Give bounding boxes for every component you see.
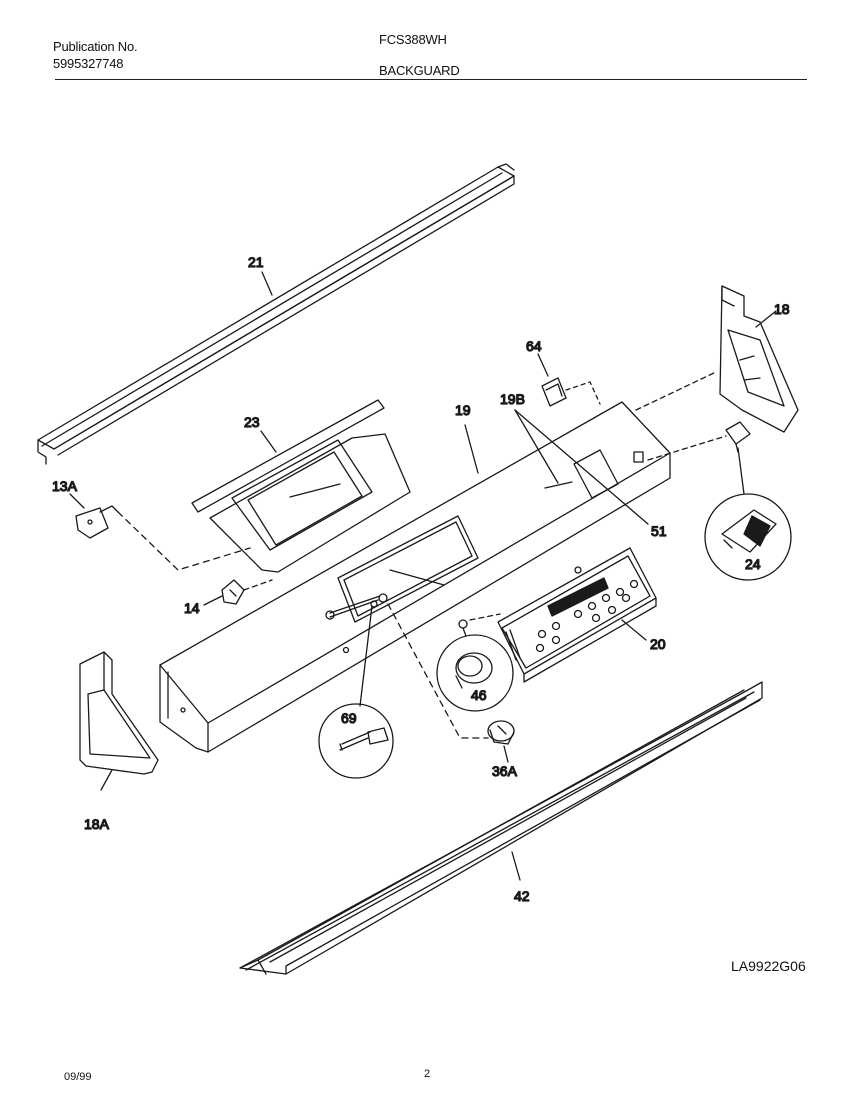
part-14-clip <box>221 579 245 605</box>
dash-36A <box>387 603 489 739</box>
callout-19B: 19B <box>500 391 525 407</box>
part-18-right-end-cap <box>719 285 799 433</box>
leader-20 <box>621 619 647 641</box>
leader-19 <box>464 424 479 474</box>
callout-36A: 36A <box>492 763 518 779</box>
callout-21: 21 <box>248 254 264 270</box>
leader-42 <box>511 851 521 881</box>
part-13A-terminal <box>75 505 119 539</box>
callout-24: 24 <box>745 556 761 572</box>
dash-20 <box>469 613 501 621</box>
callout-13A: 13A <box>52 478 78 494</box>
callout-46: 46 <box>471 687 487 703</box>
dash-64 <box>565 381 601 405</box>
part-24-switch <box>704 421 792 581</box>
footer-page-number: 2 <box>424 1068 431 1080</box>
leader-13A <box>69 493 85 509</box>
part-42-bottom-trim <box>239 681 763 975</box>
leader-14 <box>203 595 223 606</box>
part-51-label <box>573 449 619 499</box>
dash-14 <box>243 579 273 591</box>
callout-18: 18 <box>774 301 790 317</box>
part-36A-selector <box>487 720 515 745</box>
part-21-top-trim <box>37 163 515 465</box>
part-18A-left-end-cap <box>79 651 159 775</box>
leader-19B-b <box>514 409 649 525</box>
dash-18-b <box>647 435 727 461</box>
publication-number: 5995327748 <box>53 56 124 71</box>
callout-51: 51 <box>651 523 667 539</box>
dash-13A <box>117 511 251 571</box>
leader-23 <box>260 430 277 453</box>
part-46-knob <box>436 619 514 712</box>
model-number: FCS388WH <box>379 32 447 47</box>
header-rule <box>55 79 807 80</box>
part-20-electronic-control <box>497 547 657 683</box>
part-69-screw <box>318 593 394 779</box>
leader-19B-a <box>514 409 559 484</box>
leader-64 <box>537 353 549 377</box>
callout-18A: 18A <box>84 816 110 832</box>
dash-18-a <box>635 371 717 411</box>
leader-46 <box>462 627 467 637</box>
section-title: BACKGUARD <box>379 63 460 78</box>
callout-14: 14 <box>184 600 200 616</box>
part-23-window-bracket <box>191 399 411 573</box>
part-64-bracket <box>541 377 567 407</box>
callout-20: 20 <box>650 636 666 652</box>
leader-21 <box>261 271 273 296</box>
leader-36A <box>503 745 509 763</box>
leader-18 <box>755 310 777 328</box>
callout-19: 19 <box>455 402 471 418</box>
leader-69 <box>359 605 373 707</box>
footer-date: 09/99 <box>64 1071 92 1083</box>
leader-24 <box>737 447 745 495</box>
publication-label: Publication No. <box>53 39 138 54</box>
part-19-backguard-panel <box>159 401 671 753</box>
callout-42: 42 <box>514 888 530 904</box>
leader-18A <box>100 769 113 791</box>
callout-23: 23 <box>244 414 260 430</box>
callout-69: 69 <box>341 710 357 726</box>
drawing-code: LA9922G06 <box>731 958 806 974</box>
callout-64: 64 <box>526 338 542 354</box>
